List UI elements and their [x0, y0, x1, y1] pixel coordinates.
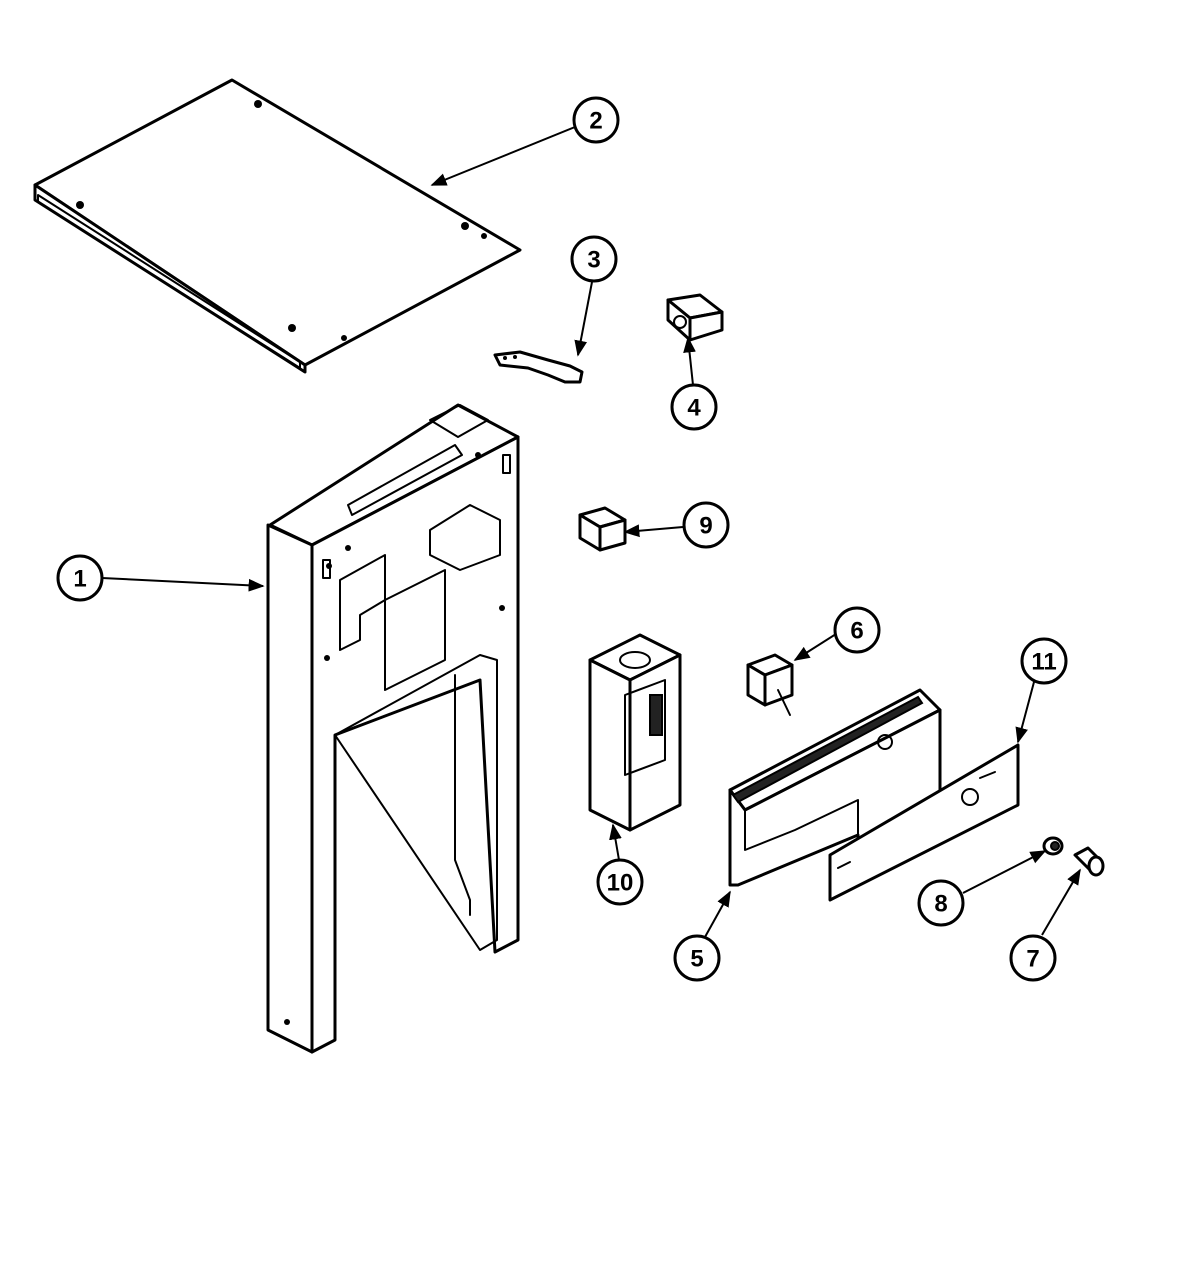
callout-9[interactable]: 9 [682, 501, 730, 549]
callout-11[interactable]: 11 [1020, 637, 1068, 685]
callout-10[interactable]: 10 [596, 858, 644, 906]
callout-5-label: 5 [690, 946, 703, 973]
callout-3[interactable]: 3 [570, 235, 618, 283]
callout-10-label: 10 [607, 870, 634, 897]
part-knob[interactable] [1073, 846, 1105, 877]
callout-9-label: 9 [699, 513, 712, 540]
part-bracket-wire[interactable] [493, 350, 584, 384]
part-clip[interactable] [666, 293, 724, 342]
part-dispenser[interactable] [588, 633, 682, 832]
callout-8[interactable]: 8 [917, 879, 965, 927]
part-knob-cap[interactable] [1042, 836, 1064, 856]
part-rocker-switch[interactable] [578, 506, 627, 552]
callout-2[interactable]: 2 [572, 96, 620, 144]
leader-lines [101, 126, 1081, 938]
part-frame[interactable] [266, 403, 520, 1054]
callout-2-label: 2 [589, 108, 602, 135]
callout-4[interactable]: 4 [670, 383, 718, 431]
callout-8-label: 8 [934, 891, 947, 918]
callout-6[interactable]: 6 [833, 606, 881, 654]
callout-5[interactable]: 5 [673, 934, 721, 982]
part-top-panel[interactable] [33, 78, 522, 374]
part-console-panel[interactable] [728, 688, 942, 887]
callout-6-label: 6 [850, 618, 863, 645]
callout-1-label: 1 [73, 566, 86, 593]
part-overlay[interactable] [828, 743, 1020, 902]
callout-1[interactable]: 1 [56, 554, 104, 602]
callout-7[interactable]: 7 [1009, 934, 1057, 982]
callout-3-label: 3 [587, 247, 600, 274]
callout-11-label: 11 [1031, 649, 1056, 676]
part-switch[interactable] [746, 653, 794, 716]
callout-4-label: 4 [687, 395, 701, 422]
callout-7-label: 7 [1026, 946, 1039, 973]
